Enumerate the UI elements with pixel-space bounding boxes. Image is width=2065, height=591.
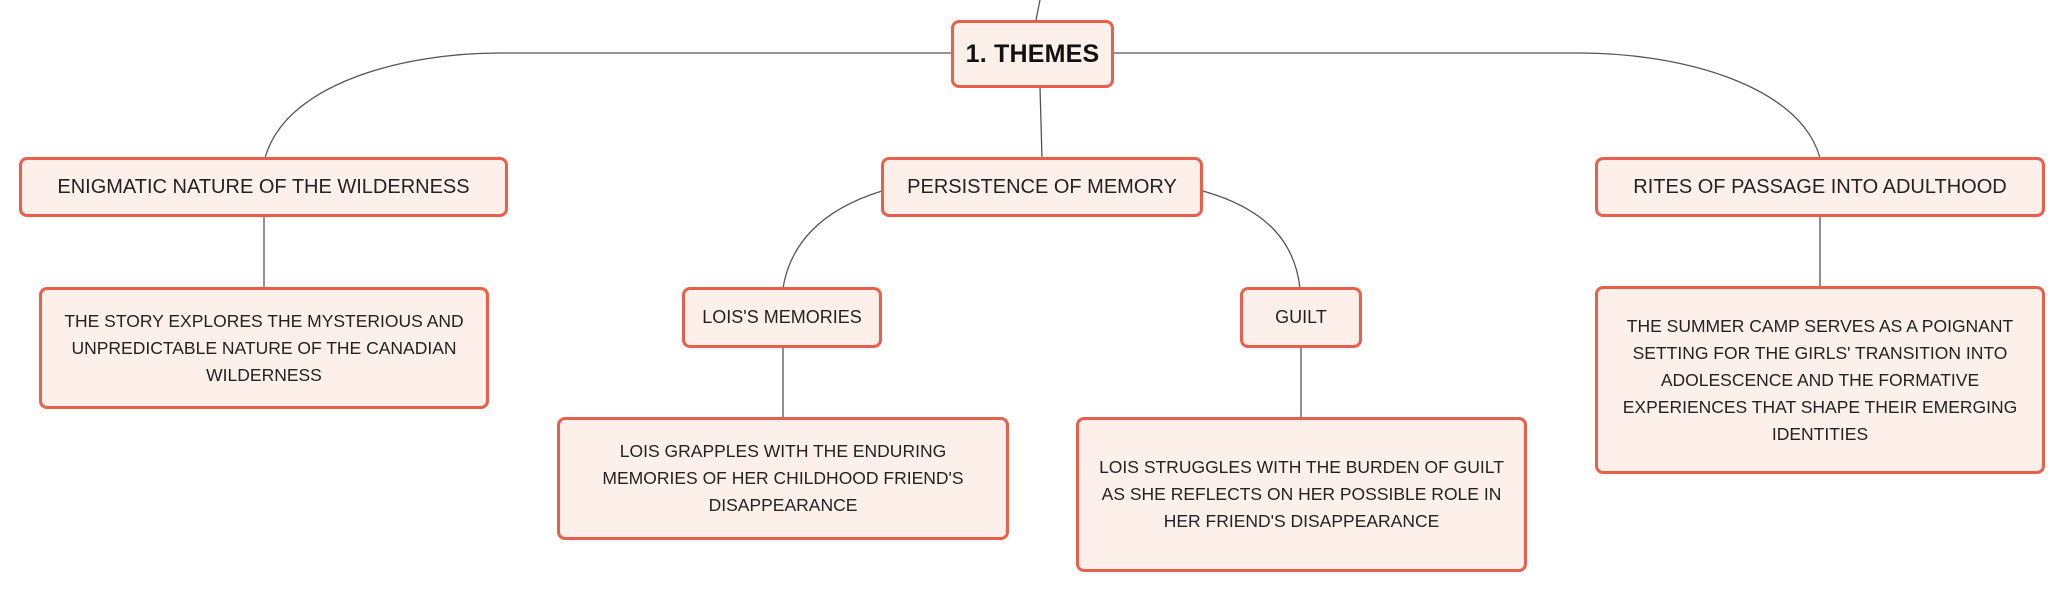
topic-node-label: RITES OF PASSAGE INTO ADULTHOOD bbox=[1633, 175, 2007, 198]
root-node-label: 1. THEMES bbox=[965, 39, 1100, 68]
detail-node-wilderness[interactable]: THE STORY EXPLORES THE MYSTERIOUS AND UN… bbox=[39, 287, 489, 409]
subtopic-node-label: GUILT bbox=[1275, 307, 1327, 327]
detail-node-rites[interactable]: THE SUMMER CAMP SERVES AS A POIGNANT SET… bbox=[1595, 286, 2045, 474]
topic-node-memory[interactable]: PERSISTENCE OF MEMORY bbox=[881, 157, 1203, 217]
detail-node-text: LOIS STRUGGLES WITH THE BURDEN OF GUILT … bbox=[1099, 457, 1504, 531]
topic-node-rites[interactable]: RITES OF PASSAGE INTO ADULTHOOD bbox=[1595, 157, 2045, 217]
topic-node-label: ENIGMATIC NATURE OF THE WILDERNESS bbox=[57, 175, 470, 198]
topic-node-wilderness[interactable]: ENIGMATIC NATURE OF THE WILDERNESS bbox=[19, 157, 508, 217]
subtopic-node-lois-memories[interactable]: LOIS'S MEMORIES bbox=[682, 287, 882, 348]
connector-parent-to-root bbox=[1035, 0, 1041, 21]
connector-memory-to-guilt bbox=[1202, 190, 1301, 289]
topic-node-label: PERSISTENCE OF MEMORY bbox=[907, 175, 1177, 198]
detail-node-lois-memories[interactable]: LOIS GRAPPLES WITH THE ENDURING MEMORIES… bbox=[557, 417, 1009, 540]
detail-node-text: THE SUMMER CAMP SERVES AS A POIGNANT SET… bbox=[1622, 315, 2018, 444]
connector-root-to-rites bbox=[1113, 52, 1821, 159]
detail-node-text: THE STORY EXPLORES THE MYSTERIOUS AND UN… bbox=[64, 310, 464, 385]
subtopic-node-guilt[interactable]: GUILT bbox=[1240, 287, 1362, 348]
connector-root-to-wilderness bbox=[264, 52, 952, 159]
detail-node-text: LOIS GRAPPLES WITH THE ENDURING MEMORIES… bbox=[602, 441, 964, 515]
connector-memory-to-lois bbox=[782, 190, 883, 289]
root-node-themes[interactable]: 1. THEMES bbox=[951, 20, 1114, 88]
detail-node-guilt[interactable]: LOIS STRUGGLES WITH THE BURDEN OF GUILT … bbox=[1076, 417, 1527, 572]
connector-root-to-memory bbox=[1039, 86, 1043, 159]
subtopic-node-label: LOIS'S MEMORIES bbox=[702, 307, 862, 327]
